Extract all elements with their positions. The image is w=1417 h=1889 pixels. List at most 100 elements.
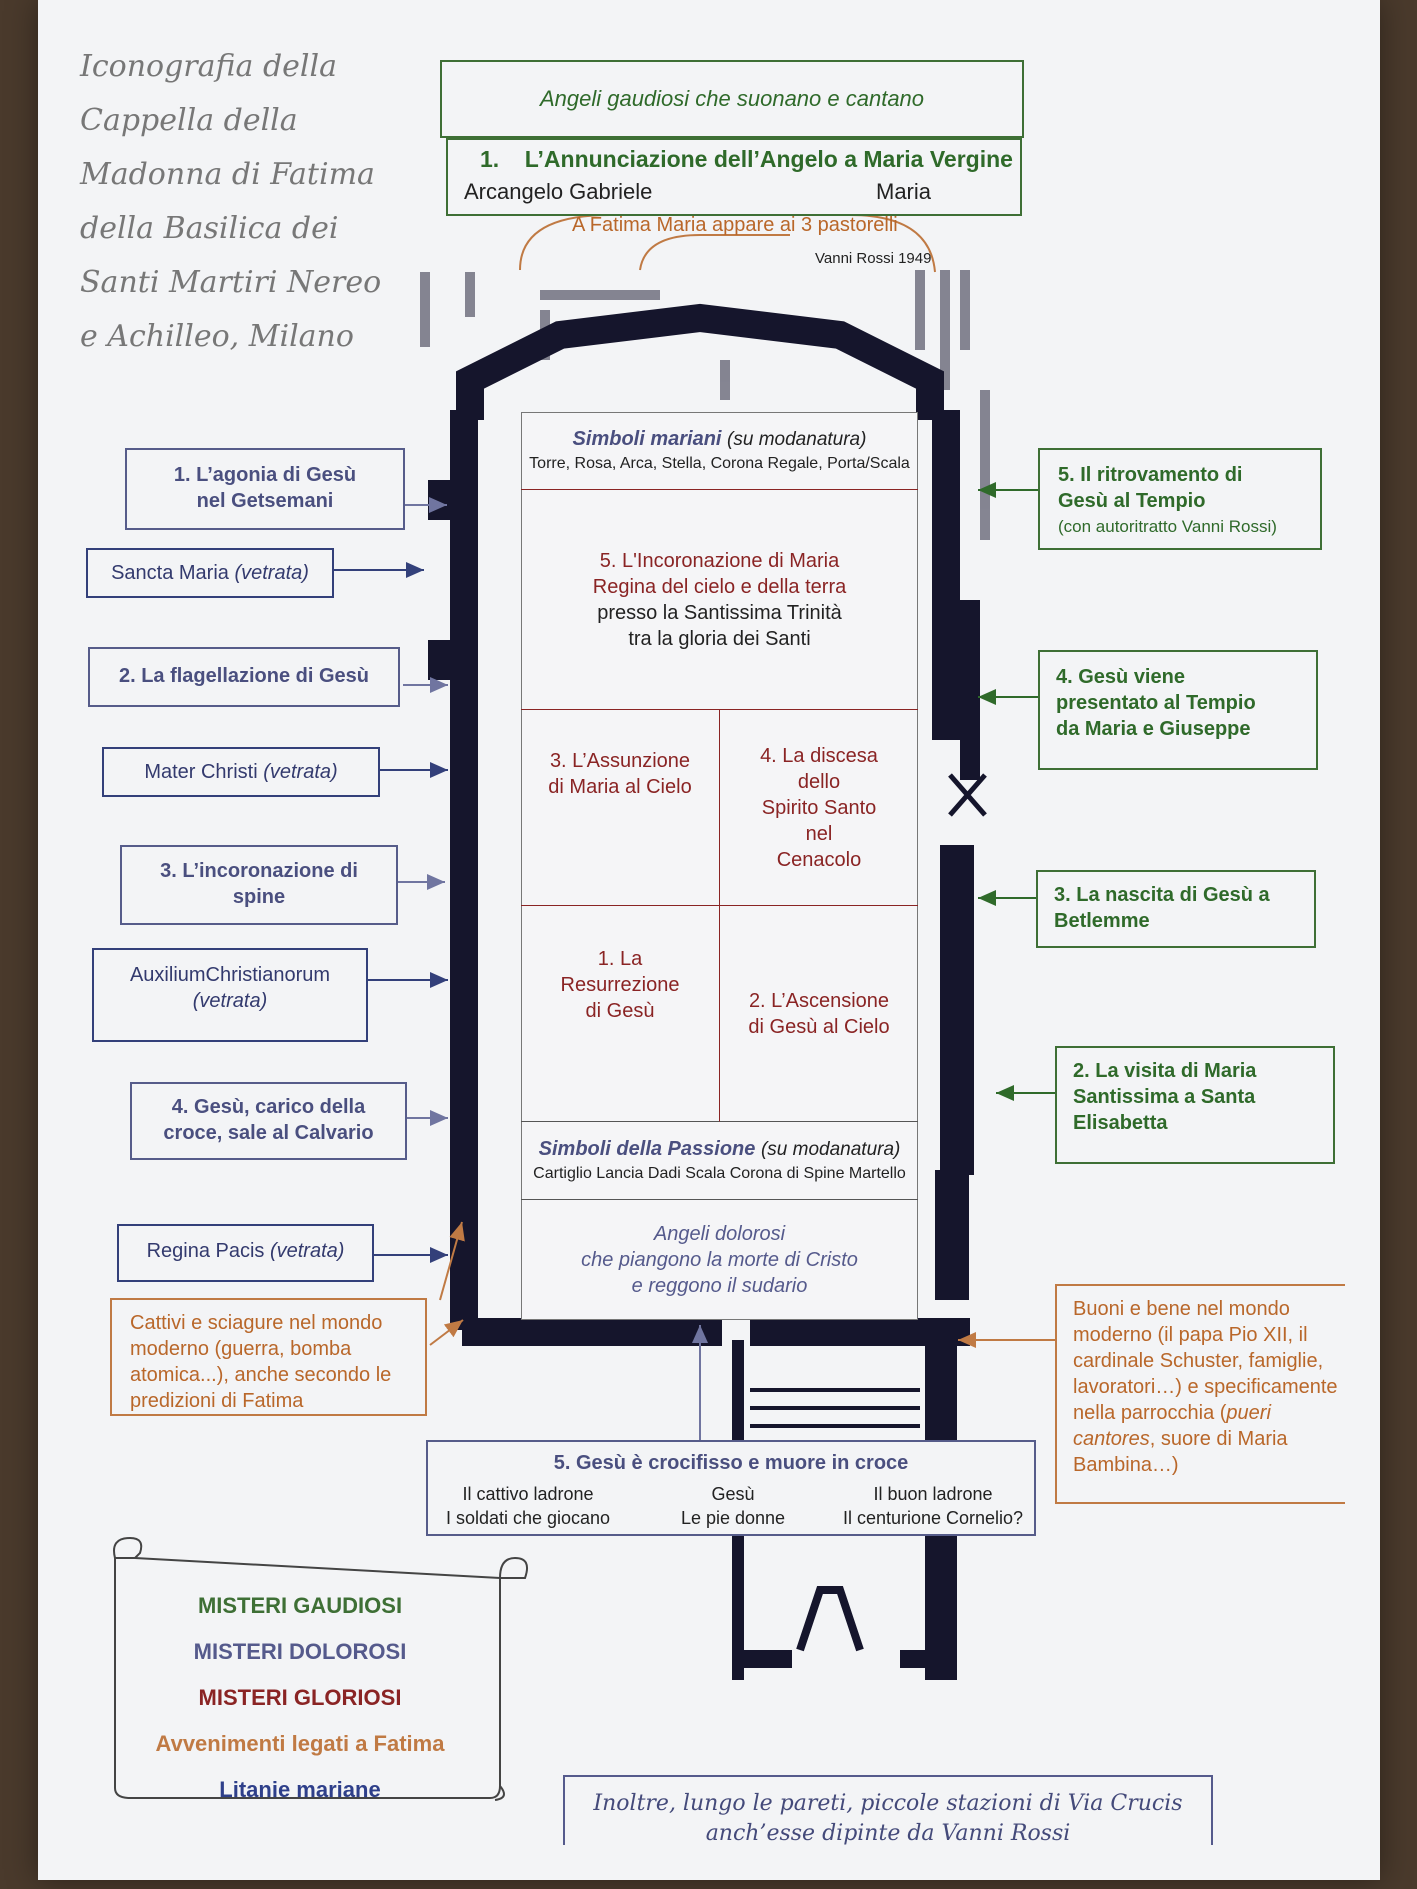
buoni-box: Buoni e bene nel mondo moderno (il papa …	[1055, 1284, 1345, 1504]
presentato-line: da Maria e Giuseppe	[1056, 718, 1251, 740]
left-arrows	[334, 497, 465, 1346]
ritrovamento-line: 5. Il ritrovamento di	[1058, 464, 1243, 486]
crocifisso-text: Gesù	[711, 1484, 755, 1504]
nascita-line: Betlemme	[1054, 910, 1150, 932]
ascensione-panel: 2. L’Ascensione di Gesù al Cielo	[720, 906, 918, 1122]
apse-wall	[456, 303, 944, 420]
agonia-line: 1. L’agonia di Gesù	[173, 464, 357, 486]
simboli-passione-items: Cartiglio Lancia Dadi Scala Corona di Sp…	[533, 1165, 906, 1182]
discesa-line: nel	[805, 822, 833, 845]
angeli-gaudiosi-box: Angeli gaudiosi che suonano e cantano	[440, 60, 1024, 138]
plan-stairs	[750, 1388, 920, 1428]
discesa-line: Cenacolo	[776, 848, 862, 871]
buoni-line: Buoni e bene nel mondo	[1073, 1298, 1290, 1320]
incoronazione-line: tra la gloria dei Santi	[628, 627, 811, 650]
crocifisso-title: 5. Gesù è crocifisso e muore in croce	[553, 1452, 909, 1474]
annunciazione-box: 1. L’Annunciazione dell’Angelo a Maria V…	[446, 138, 1022, 216]
cattivi-box: Cattivi e sciagure nel mondo moderno (gu…	[110, 1298, 427, 1416]
ascensione-line: di Gesù al Cielo	[748, 1015, 890, 1038]
crocifisso-col-center: Gesù Le pie donne	[633, 1482, 833, 1530]
visita-box: 2. La visita di Maria Santissima a Santa…	[1055, 1046, 1335, 1164]
mater-christi-box: Mater Christi (vetrata)	[102, 747, 380, 797]
regina-pacis-box: Regina Pacis (vetrata)	[117, 1224, 374, 1282]
assunzione-line: 3. L’Assunzione	[549, 750, 691, 772]
annunciazione-title: 1. L’Annunciazione dell’Angelo a Maria V…	[480, 146, 1013, 172]
auxilium-note: (vetrata)	[192, 990, 268, 1012]
crocifisso-text: Il cattivo ladrone	[462, 1484, 594, 1504]
angeli-dolorosi-line: Angeli dolorosi	[653, 1223, 786, 1245]
ascensione-line: 2. L’Ascensione	[748, 989, 890, 1012]
buoni-line: , suore di Maria	[1149, 1428, 1288, 1450]
visita-line: Elisabetta	[1073, 1112, 1168, 1134]
presentato-line: 4. Gesù viene	[1056, 666, 1185, 688]
poster-title: Iconografia della Cappella della Madonna…	[80, 40, 381, 364]
angeli-dolorosi-line: che piangono la morte di Cristo	[581, 1249, 858, 1271]
discesa-line: dello	[797, 770, 841, 793]
incoronazione-line: Regina del cielo e della terra	[592, 575, 847, 598]
cattivi-line: atomica...), anche secondo le	[130, 1364, 392, 1386]
crocifisso-col-right: Il buon ladrone Il centurione Cornelio?	[828, 1482, 1038, 1530]
resurrezione-line: 1. La	[597, 948, 643, 970]
crocifisso-text: Il centurione Cornelio?	[842, 1508, 1024, 1528]
calvario-box: 4. Gesù, carico della croce, sale al Cal…	[130, 1082, 407, 1160]
crocifisso-col-left: Il cattivo ladrone I soldati che giocano	[428, 1482, 628, 1530]
crocifisso-box: 5. Gesù è crocifisso e muore in croce Il…	[426, 1440, 1036, 1536]
cattivi-line: Cattivi e sciagure nel mondo	[130, 1312, 383, 1334]
simboli-mariani-panel: Simboli mariani (su modanatura) Torre, R…	[521, 412, 918, 490]
title-line: della Basilica dei	[80, 211, 339, 246]
window-mark	[948, 773, 987, 817]
incoronazione-spine-line: spine	[232, 886, 286, 908]
agonia-box: 1. L’agonia di Gesù nel Getsemani	[125, 448, 405, 530]
ritrovamento-note: (con autoritratto Vanni Rossi)	[1058, 517, 1277, 536]
resurrezione-panel: 1. La Resurrezione di Gesù	[521, 906, 720, 1122]
flagellazione-box: 2. La flagellazione di Gesù	[88, 647, 400, 707]
presentato-box: 4. Gesù viene presentato al Tempio da Ma…	[1038, 650, 1318, 770]
crocifisso-text: Il buon ladrone	[873, 1484, 993, 1504]
plan-walls	[428, 410, 980, 1680]
buoni-italic: pueri	[1226, 1402, 1271, 1424]
angeli-dolorosi-line: e reggono il sudario	[631, 1275, 808, 1297]
mater-christi-text: Mater Christi	[144, 761, 264, 783]
crocifisso-text: I soldati che giocano	[445, 1508, 611, 1528]
nascita-box: 3. La nascita di Gesù a Betlemme	[1036, 870, 1316, 948]
simboli-mariani-title: Simboli mariani	[572, 428, 722, 450]
angeli-gaudiosi-text: Angeli gaudiosi che suonano e cantano	[539, 86, 925, 111]
legend-fatima: Avvenimenti legati a Fatima	[155, 1731, 445, 1756]
title-line: Cappella della	[80, 103, 298, 138]
regina-pacis-text: Regina Pacis	[146, 1240, 270, 1262]
legend-gloriosi: MISTERI GLORIOSI	[198, 1685, 402, 1710]
angeli-dolorosi-panel: Angeli dolorosi che piangono la morte di…	[521, 1200, 918, 1320]
sancta-maria-box: Sancta Maria (vetrata)	[86, 548, 334, 598]
discesa-panel: 4. La discesa dello Spirito Santo nel Ce…	[720, 710, 918, 906]
title-line: e Achilleo, Milano	[80, 319, 354, 354]
cattivi-line: moderno (guerra, bomba	[130, 1338, 352, 1360]
incoronazione-panel: 5. L'Incoronazione di Maria Regina del c…	[521, 490, 918, 710]
auxilium-text: AuxiliumChristianorum	[129, 964, 331, 986]
ritrovamento-box: 5. Il ritrovamento di Gesù al Tempio (co…	[1038, 448, 1322, 550]
discesa-line: Spirito Santo	[761, 796, 877, 819]
simboli-passione-title: Simboli della Passione	[538, 1138, 756, 1160]
buoni-line: cardinale Schuster, famiglie,	[1073, 1350, 1324, 1372]
agonia-line: nel Getsemani	[196, 490, 334, 512]
right-arrows	[692, 482, 1055, 1440]
buoni-line: moderno (il papa Pio XII, il	[1073, 1324, 1308, 1346]
footer-box: Inoltre, lungo le pareti, piccole stazio…	[563, 1775, 1213, 1846]
legend-scroll	[113, 1536, 528, 1801]
artist-signature: Vanni Rossi 1949	[815, 250, 932, 267]
footer-line: anch’esse dipinte da Vanni Rossi	[705, 1821, 1071, 1846]
simboli-passione-panel: Simboli della Passione (su modanatura) C…	[521, 1122, 918, 1200]
legend-dolorosi: MISTERI DOLOROSI	[193, 1639, 407, 1664]
legend: MISTERI GAUDIOSI MISTERI DOLOROSI MISTER…	[150, 1583, 450, 1813]
visita-line: 2. La visita di Maria	[1073, 1060, 1257, 1082]
nascita-line: 3. La nascita di Gesù a	[1054, 884, 1270, 906]
buoni-line: lavoratori…) e specificamente	[1073, 1376, 1338, 1398]
buoni-italic: cantores	[1073, 1428, 1150, 1450]
visita-line: Santissima a Santa	[1073, 1086, 1256, 1108]
simboli-mariani-note: (su modanatura)	[727, 429, 867, 450]
calvario-line: croce, sale al Calvario	[163, 1122, 374, 1144]
presentato-line: presentato al Tempio	[1056, 692, 1256, 714]
incoronazione-spine-box: 3. L’incoronazione di spine	[120, 845, 398, 925]
footer-line: Inoltre, lungo le pareti, piccole stazio…	[593, 1791, 1183, 1816]
incoronazione-line: presso la Santissima Trinità	[597, 601, 842, 624]
